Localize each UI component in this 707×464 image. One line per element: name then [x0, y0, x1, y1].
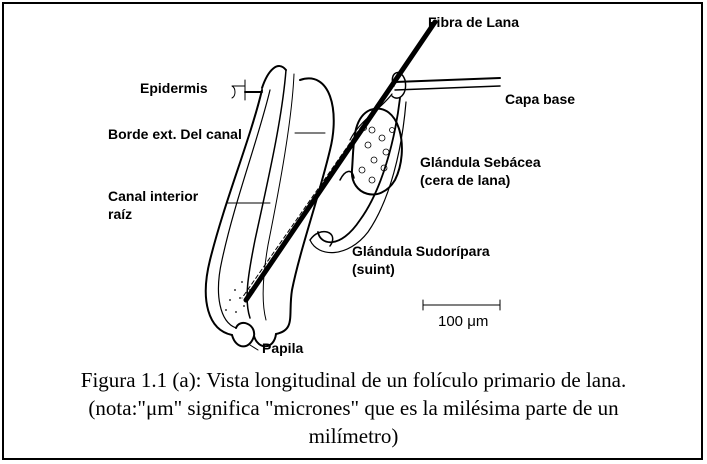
label-cera-de-lana: (cera de lana) — [420, 172, 510, 189]
caption-line-1: Figura 1.1 (a): Vista longitudinal de un… — [2, 366, 705, 394]
follicle-illustration — [0, 0, 707, 362]
label-glandula-sudoripara: Glándula Sudorípara — [352, 243, 490, 260]
follicle-diagram: Fibra de Lana Epidermis Capa base Borde … — [0, 0, 707, 362]
label-suint: (suint) — [352, 261, 395, 278]
label-papila: Papila — [262, 340, 303, 357]
figure-caption: Figura 1.1 (a): Vista longitudinal de un… — [2, 366, 705, 450]
label-raiz: raíz — [108, 206, 132, 223]
label-capa-base: Capa base — [505, 91, 575, 108]
scale-bar-label: 100 μm — [438, 313, 488, 330]
caption-line-3: milímetro) — [2, 422, 705, 450]
label-fibra-de-lana: Fibra de Lana — [428, 14, 519, 31]
caption-line-2: (nota:"μm" significa "micrones" que es l… — [2, 394, 705, 422]
label-borde-canal: Borde ext. Del canal — [108, 126, 242, 143]
label-epidermis: Epidermis — [140, 80, 208, 97]
label-glandula-sebacea: Glándula Sebácea — [420, 154, 541, 171]
label-canal-interior: Canal interior — [108, 188, 198, 205]
